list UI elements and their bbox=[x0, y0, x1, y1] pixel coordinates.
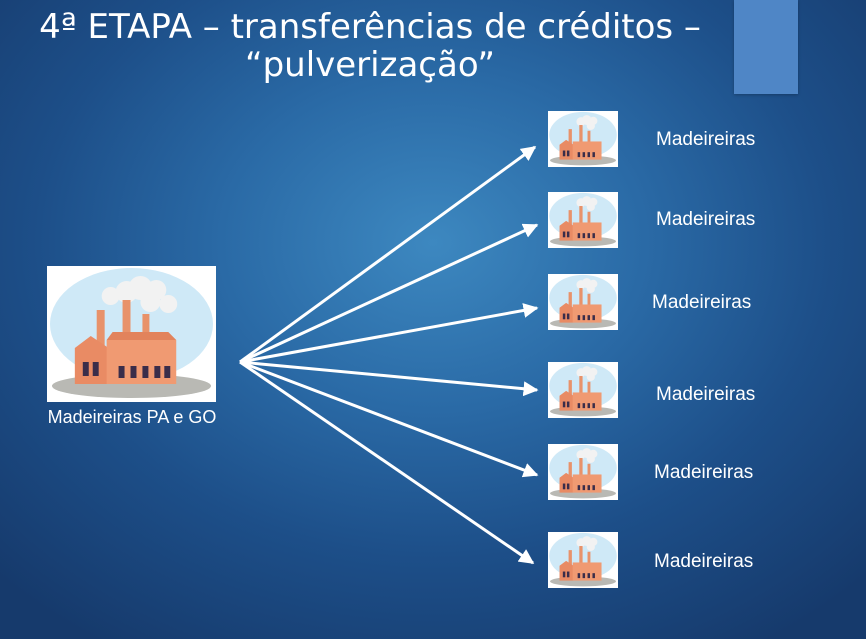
target-label-6: Madeireiras bbox=[654, 551, 754, 572]
factory-icon bbox=[549, 532, 617, 587]
target-factory-image-4 bbox=[548, 362, 618, 418]
source-label: Madeireiras PA e GO bbox=[47, 407, 217, 427]
target-factory-image-6 bbox=[548, 532, 618, 588]
arrow-to-target-4 bbox=[239, 360, 539, 397]
target-label-1: Madeireiras bbox=[656, 129, 756, 150]
target-label-5: Madeireiras bbox=[654, 462, 754, 483]
target-factory-image-3 bbox=[548, 274, 618, 330]
target-factory-image-1 bbox=[548, 111, 618, 167]
accent-rectangle bbox=[734, 0, 798, 94]
factory-icon bbox=[49, 268, 214, 398]
slide-title-line-1: 4ª ETAPA – transferências de créditos – bbox=[39, 7, 701, 47]
factory-icon bbox=[549, 192, 617, 247]
factory-icon bbox=[549, 111, 617, 166]
arrow-to-target-3 bbox=[239, 303, 539, 364]
target-label-4: Madeireiras bbox=[656, 384, 756, 405]
factory-icon bbox=[549, 444, 617, 499]
arrow-to-target-6 bbox=[239, 360, 535, 565]
arrow-to-target-5 bbox=[239, 360, 539, 478]
target-label-3: Madeireiras bbox=[652, 292, 752, 313]
target-label-2: Madeireiras bbox=[656, 209, 756, 230]
slide-title-line-2: “pulverização” bbox=[244, 45, 496, 85]
factory-icon bbox=[549, 274, 617, 329]
target-factory-image-5 bbox=[548, 444, 618, 500]
factory-icon bbox=[549, 362, 617, 417]
arrow-to-target-2 bbox=[239, 223, 539, 364]
source-factory-image bbox=[47, 266, 216, 402]
slide-title: 4ª ETAPA – transferências de créditos – … bbox=[0, 8, 740, 84]
arrow-to-target-1 bbox=[239, 145, 537, 364]
target-factory-image-2 bbox=[548, 192, 618, 248]
